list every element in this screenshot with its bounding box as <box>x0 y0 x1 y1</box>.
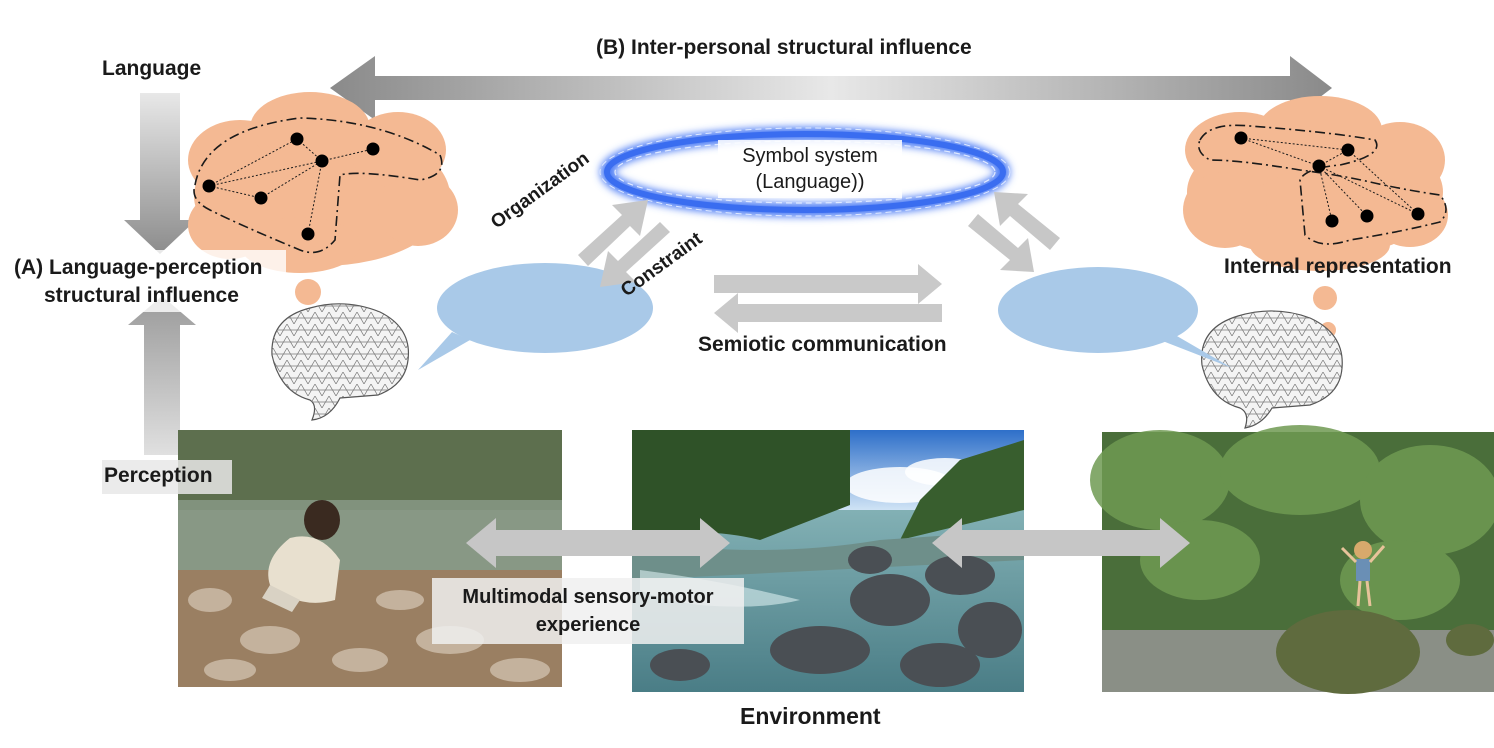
semiotic-communication-label: Semiotic communication <box>698 333 947 356</box>
constraint-arrow <box>600 222 670 287</box>
multimodal-left-arrow <box>466 518 730 568</box>
right-organization-arrow <box>994 192 1060 250</box>
left-concept-graph <box>193 117 443 254</box>
symbol-system-label-line1: Symbol system <box>742 145 878 167</box>
multimodal-label-line1: Multimodal sensory-motor <box>462 586 714 608</box>
multimodal-label-panel <box>432 578 744 644</box>
semiotic-right-arrow <box>714 264 942 304</box>
language-perception-panel <box>0 250 286 312</box>
language-label: Language <box>102 57 202 80</box>
multimodal-right-arrow <box>932 518 1190 568</box>
language-perception-label-line1: (A) Language-perception <box>14 256 263 279</box>
right-constraint-arrow <box>968 214 1034 272</box>
environment-label: Environment <box>740 703 881 729</box>
woman-figure <box>262 500 340 612</box>
left-photo <box>178 430 562 687</box>
perception-label-panel <box>102 460 232 494</box>
left-speech-bubble <box>418 263 653 370</box>
left-brain-icon <box>271 303 410 421</box>
language-down-arrow <box>124 93 196 254</box>
right-thought-cloud <box>1183 96 1448 358</box>
right-concept-graph <box>1197 124 1447 245</box>
interpersonal-double-arrow <box>330 56 1332 120</box>
multimodal-label-line2: experience <box>535 614 641 636</box>
interpersonal-label: (B) Inter-personal structural influence <box>596 36 972 59</box>
organization-arrow <box>578 200 648 266</box>
perception-up-arrow <box>128 296 196 455</box>
right-speech-bubble <box>998 267 1232 368</box>
symbol-system-label-line2: (Language)) <box>755 171 865 193</box>
language-perception-label-line2: structural influence <box>44 284 239 307</box>
semiotic-left-arrow <box>714 293 942 333</box>
right-photo <box>1090 425 1494 694</box>
center-photo <box>632 430 1024 692</box>
internal-representation-label: Internal representation <box>1224 255 1452 278</box>
symbol-system-ring <box>599 127 1011 217</box>
child-figure <box>1340 541 1386 607</box>
right-brain-icon <box>1201 310 1343 429</box>
perception-label: Perception <box>104 464 213 487</box>
